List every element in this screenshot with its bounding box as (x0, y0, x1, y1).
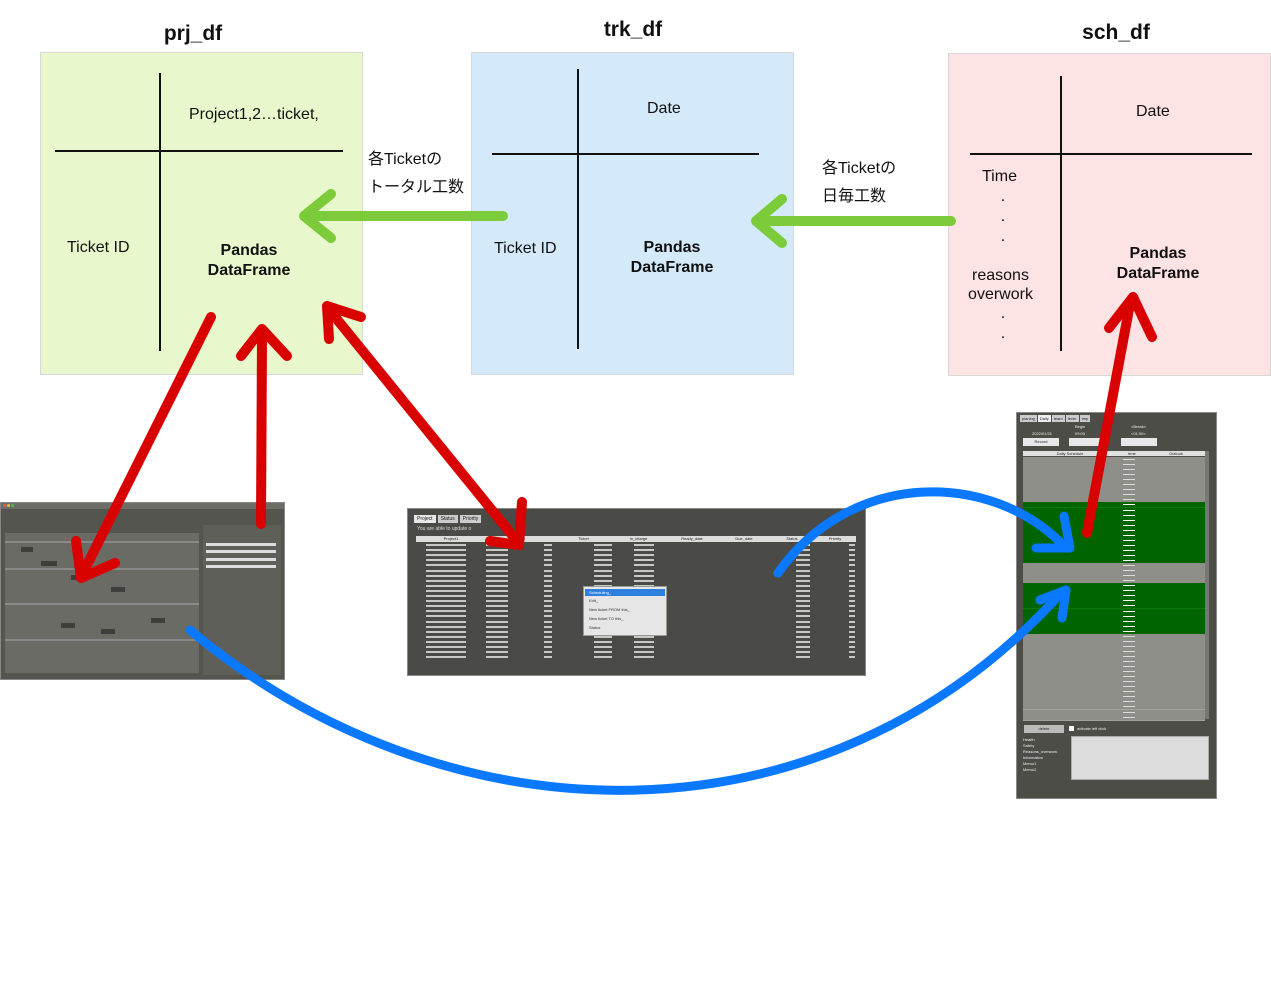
tab-tmp[interactable]: tmp (1079, 415, 1091, 422)
update-note: You are able to update o (417, 526, 472, 532)
red-arrowhead-prj-side (322, 301, 366, 344)
tab-priority[interactable]: Priority (459, 515, 482, 523)
ticket-table-screenshot: Project Status Priority You are able to … (407, 508, 866, 676)
red-arrowhead-sch (1104, 292, 1157, 342)
blue-arrowhead-schedule-bottom (1035, 585, 1071, 623)
activate-label: activate left click (1077, 726, 1107, 731)
table-row (416, 584, 856, 587)
prj-row-header: Ticket ID (67, 239, 130, 256)
green-arrowhead-trk (751, 194, 787, 248)
schedule-rows (1023, 457, 1205, 721)
delete-button[interactable]: delete (1024, 725, 1064, 733)
menu-item-edit[interactable]: Edit_ (589, 598, 599, 603)
table-row (416, 645, 856, 648)
blue-arrow-table-to-schedule (773, 487, 1068, 578)
red-arrow-planner-to-prj (256, 331, 267, 529)
begin-label: Begin (1075, 424, 1086, 429)
tab-status[interactable]: Status (437, 515, 458, 523)
sch-row-time: Time (982, 168, 1017, 185)
table-row (416, 574, 856, 577)
table-row (416, 640, 856, 643)
schedule-header: Daily Schedule time Outlook (1023, 451, 1205, 456)
red-arrowhead-planner (71, 536, 120, 583)
table-row (416, 655, 856, 659)
context-menu: Scheduling_ Edit_ New ticket FROM this_ … (583, 586, 667, 636)
table-row (416, 650, 856, 654)
break-label: <Break> (1131, 424, 1147, 429)
record-button[interactable]: Record (1023, 438, 1059, 446)
table-row (416, 553, 856, 557)
menu-item-status[interactable]: Status (589, 625, 601, 630)
tab-project[interactable]: Project (414, 515, 436, 523)
tab-fever[interactable]: fever (1065, 415, 1079, 422)
red-arrow-prj-to-planner (78, 312, 216, 578)
planner-screenshot (0, 502, 285, 680)
table-row (416, 569, 856, 572)
sch-dots-top: ... (1000, 188, 1006, 245)
table-row (416, 558, 856, 562)
trk-col-header: Date (647, 100, 681, 117)
trk-row-header: Ticket ID (494, 240, 557, 257)
trk-to-prj-annotation: 各Ticketのトータル工数 (368, 151, 465, 196)
table-row (416, 563, 856, 567)
red-arrow-schedule-to-sch (1082, 299, 1135, 538)
red-arrow-prj-table-bidirectional (326, 307, 522, 546)
blue-arrow-planner-to-schedule (185, 587, 1067, 795)
red-arrowhead-prj-up (236, 324, 292, 361)
schedule-row (1023, 714, 1205, 721)
tab-planing[interactable]: planing (1020, 415, 1037, 422)
menu-item-new-to[interactable]: New ticket TO this_ (589, 616, 624, 621)
date-value: 2022/01/21 (1032, 431, 1053, 436)
menu-item-new-from[interactable]: New ticket FROM this_ (589, 607, 630, 612)
tab-team[interactable]: team (1051, 415, 1065, 422)
sch-df-title: sch_df (1082, 21, 1150, 44)
red-arrowhead-table-side (485, 497, 527, 550)
sch-to-trk-annotation: 各Ticketの日毎工数 (822, 160, 897, 205)
memo-area[interactable] (1071, 736, 1209, 780)
blue-arrowhead-schedule-top (1031, 511, 1075, 553)
begin-time: 09:00 (1075, 431, 1086, 436)
activate-checkbox[interactable] (1069, 726, 1074, 731)
prj-df-title: prj_df (163, 22, 223, 45)
trk-df-title: trk_df (603, 18, 663, 41)
table-row (416, 635, 856, 638)
sch-dots-bottom: .. (1000, 305, 1006, 342)
table-row (416, 579, 856, 582)
table-row (416, 548, 856, 552)
prj-col-header: Project1,2…ticket, (189, 106, 319, 123)
sch-col-header: Date (1136, 103, 1170, 120)
menu-item-scheduling[interactable]: Scheduling_ (585, 589, 665, 596)
tab-daily[interactable]: Daily (1037, 415, 1051, 422)
green-arrowhead-prj (299, 189, 336, 243)
break-time: <01:00> (1131, 431, 1146, 436)
